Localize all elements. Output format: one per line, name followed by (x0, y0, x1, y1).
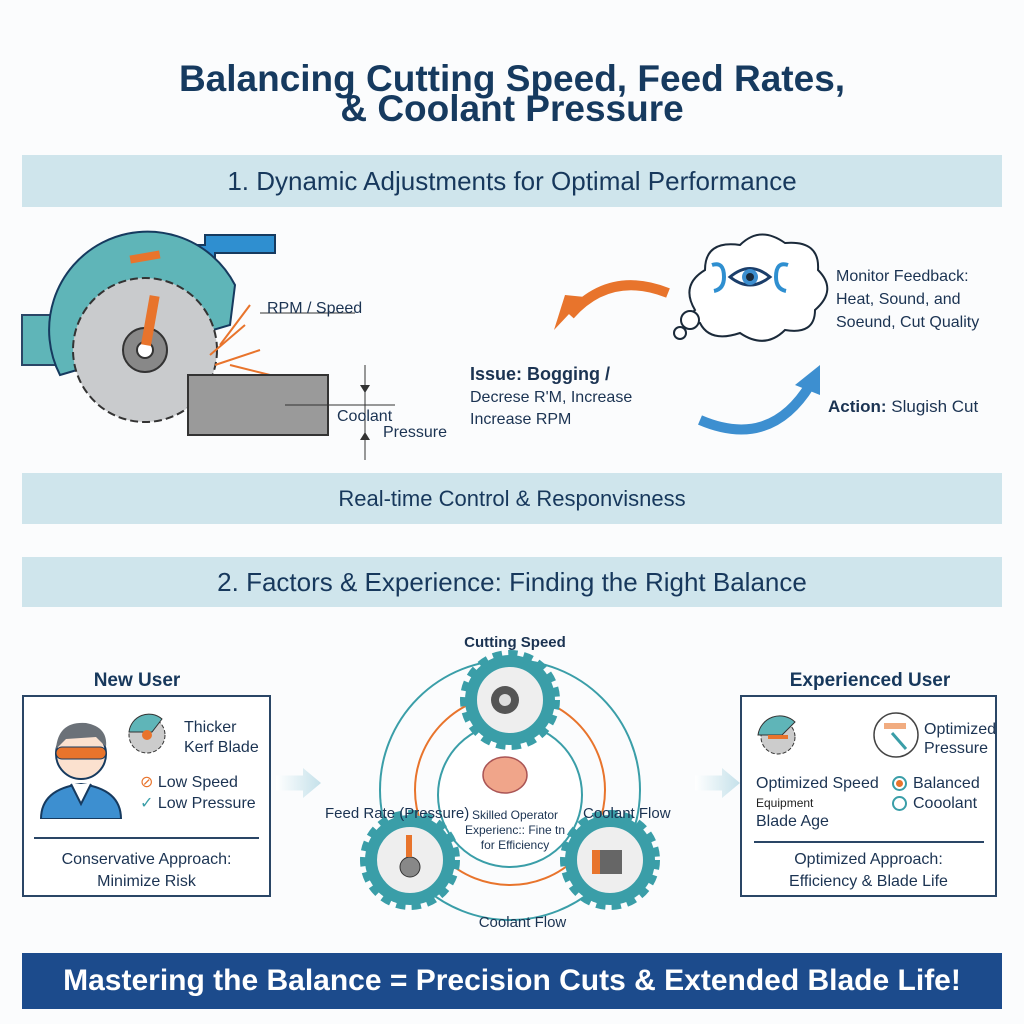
radio-empty-icon (892, 796, 907, 811)
circular-saw-illustration (21, 230, 395, 460)
ear-icon (711, 262, 727, 293)
cycle-coolant-flow-bottom: Coolant Flow (478, 914, 567, 931)
rpm-speed-label: RPM / Speed (267, 300, 363, 317)
blade-line-1: Thicker (184, 719, 237, 736)
feed-rate-gear (360, 810, 460, 910)
gear-cycle-diagram (360, 650, 660, 921)
section-1-heading: 1. Dynamic Adjustments for Optimal Perfo… (22, 155, 1002, 207)
realtime-control-band: Real-time Control & Responvisness (22, 473, 1002, 524)
title-line-1: Balancing Cutting Speed, Feed Rates, (178, 58, 846, 99)
cycle-feed-rate: Feed Rate (Pressure) (325, 805, 470, 822)
conservative-line-2: Minimize Risk (97, 873, 196, 890)
experienced-user-title: Experienced User (789, 670, 951, 691)
new-user-card: Thicker Kerf Blade ⊘ Low Speed ✓ Low Pre… (22, 695, 271, 897)
footer-banner: Mastering the Balance = Precision Cuts &… (22, 953, 1002, 1009)
check-icon: ⊘ (140, 774, 154, 791)
optimized-pressure-2: Pressure (924, 740, 989, 757)
check-icon: ✓ (140, 795, 154, 812)
arrow-right-icon (276, 768, 321, 798)
experienced-user-card: Optimized Pressure Optimized Speed Equip… (740, 695, 997, 897)
coolant-flow-gear (560, 810, 660, 910)
pressure-label: Pressure (383, 424, 448, 441)
low-speed-label: Low Speed (157, 774, 238, 791)
low-pressure-label: Low Pressure (157, 795, 256, 812)
balanced-label: Balanced (913, 775, 980, 792)
arrow-right-icon (695, 768, 740, 798)
coolant-label: Coolant (337, 408, 393, 425)
optimized-approach-1: Optimized Approach: (794, 851, 943, 868)
cycle-cutting-speed: Cutting Speed (464, 634, 566, 651)
eye-icon (727, 267, 773, 287)
coolant-label: Cooolant (913, 795, 978, 812)
saw-blade-icon (757, 715, 796, 755)
radio-selected-icon (892, 776, 907, 791)
saw-blade-icon (128, 713, 166, 754)
action-label: Action: (828, 397, 887, 416)
action-text: Slugish Cut (891, 397, 979, 416)
optimized-approach-2: Efficiency & Blade Life (789, 873, 948, 890)
blue-arrow (698, 382, 815, 435)
monitor-line-3: Soeund, Cut Quality (836, 314, 980, 331)
issue-label: Issue: Bogging / (470, 364, 611, 384)
new-user-title: New User (93, 670, 181, 691)
feedback-cycle-graphics (554, 233, 829, 435)
user-avatar-icon (39, 722, 123, 819)
cycle-coolant-flow-right: Coolant Flow (583, 805, 671, 822)
issue-line-3: Increase RPM (470, 411, 572, 428)
balanced-option[interactable]: Balanced (892, 773, 980, 794)
section-2-heading: 2. Factors & Experience: Finding the Rig… (22, 557, 1002, 607)
optimized-speed: Optimized Speed (756, 775, 879, 792)
center-line-2: Experienc:: Fine tn (464, 823, 566, 837)
issue-line-2: Decrese R'M, Increase (470, 389, 633, 406)
blade-line-2: Kerf Blade (184, 739, 259, 756)
title-line-2: & Coolant Pressure (340, 88, 684, 129)
monitor-line-2: Heat, Sound, and (836, 291, 961, 308)
pressure-gauge-icon (873, 712, 919, 758)
optimized-pressure-1: Optimized (924, 721, 997, 738)
orange-arrow (566, 280, 670, 319)
ear-icon (773, 262, 789, 293)
conservative-line-1: Conservative Approach: (61, 851, 232, 868)
monitor-line-1: Monitor Feedback: (836, 268, 969, 285)
brain-icon (482, 756, 528, 794)
equipment-label: Equipment (756, 796, 814, 810)
blade-age-label: Blade Age (756, 813, 829, 830)
cutting-speed-gear (460, 650, 560, 750)
center-line-3: for Efficiency (480, 838, 550, 852)
center-line-1: Skilled Operator (471, 808, 559, 822)
coolant-option[interactable]: Cooolant (892, 793, 977, 814)
